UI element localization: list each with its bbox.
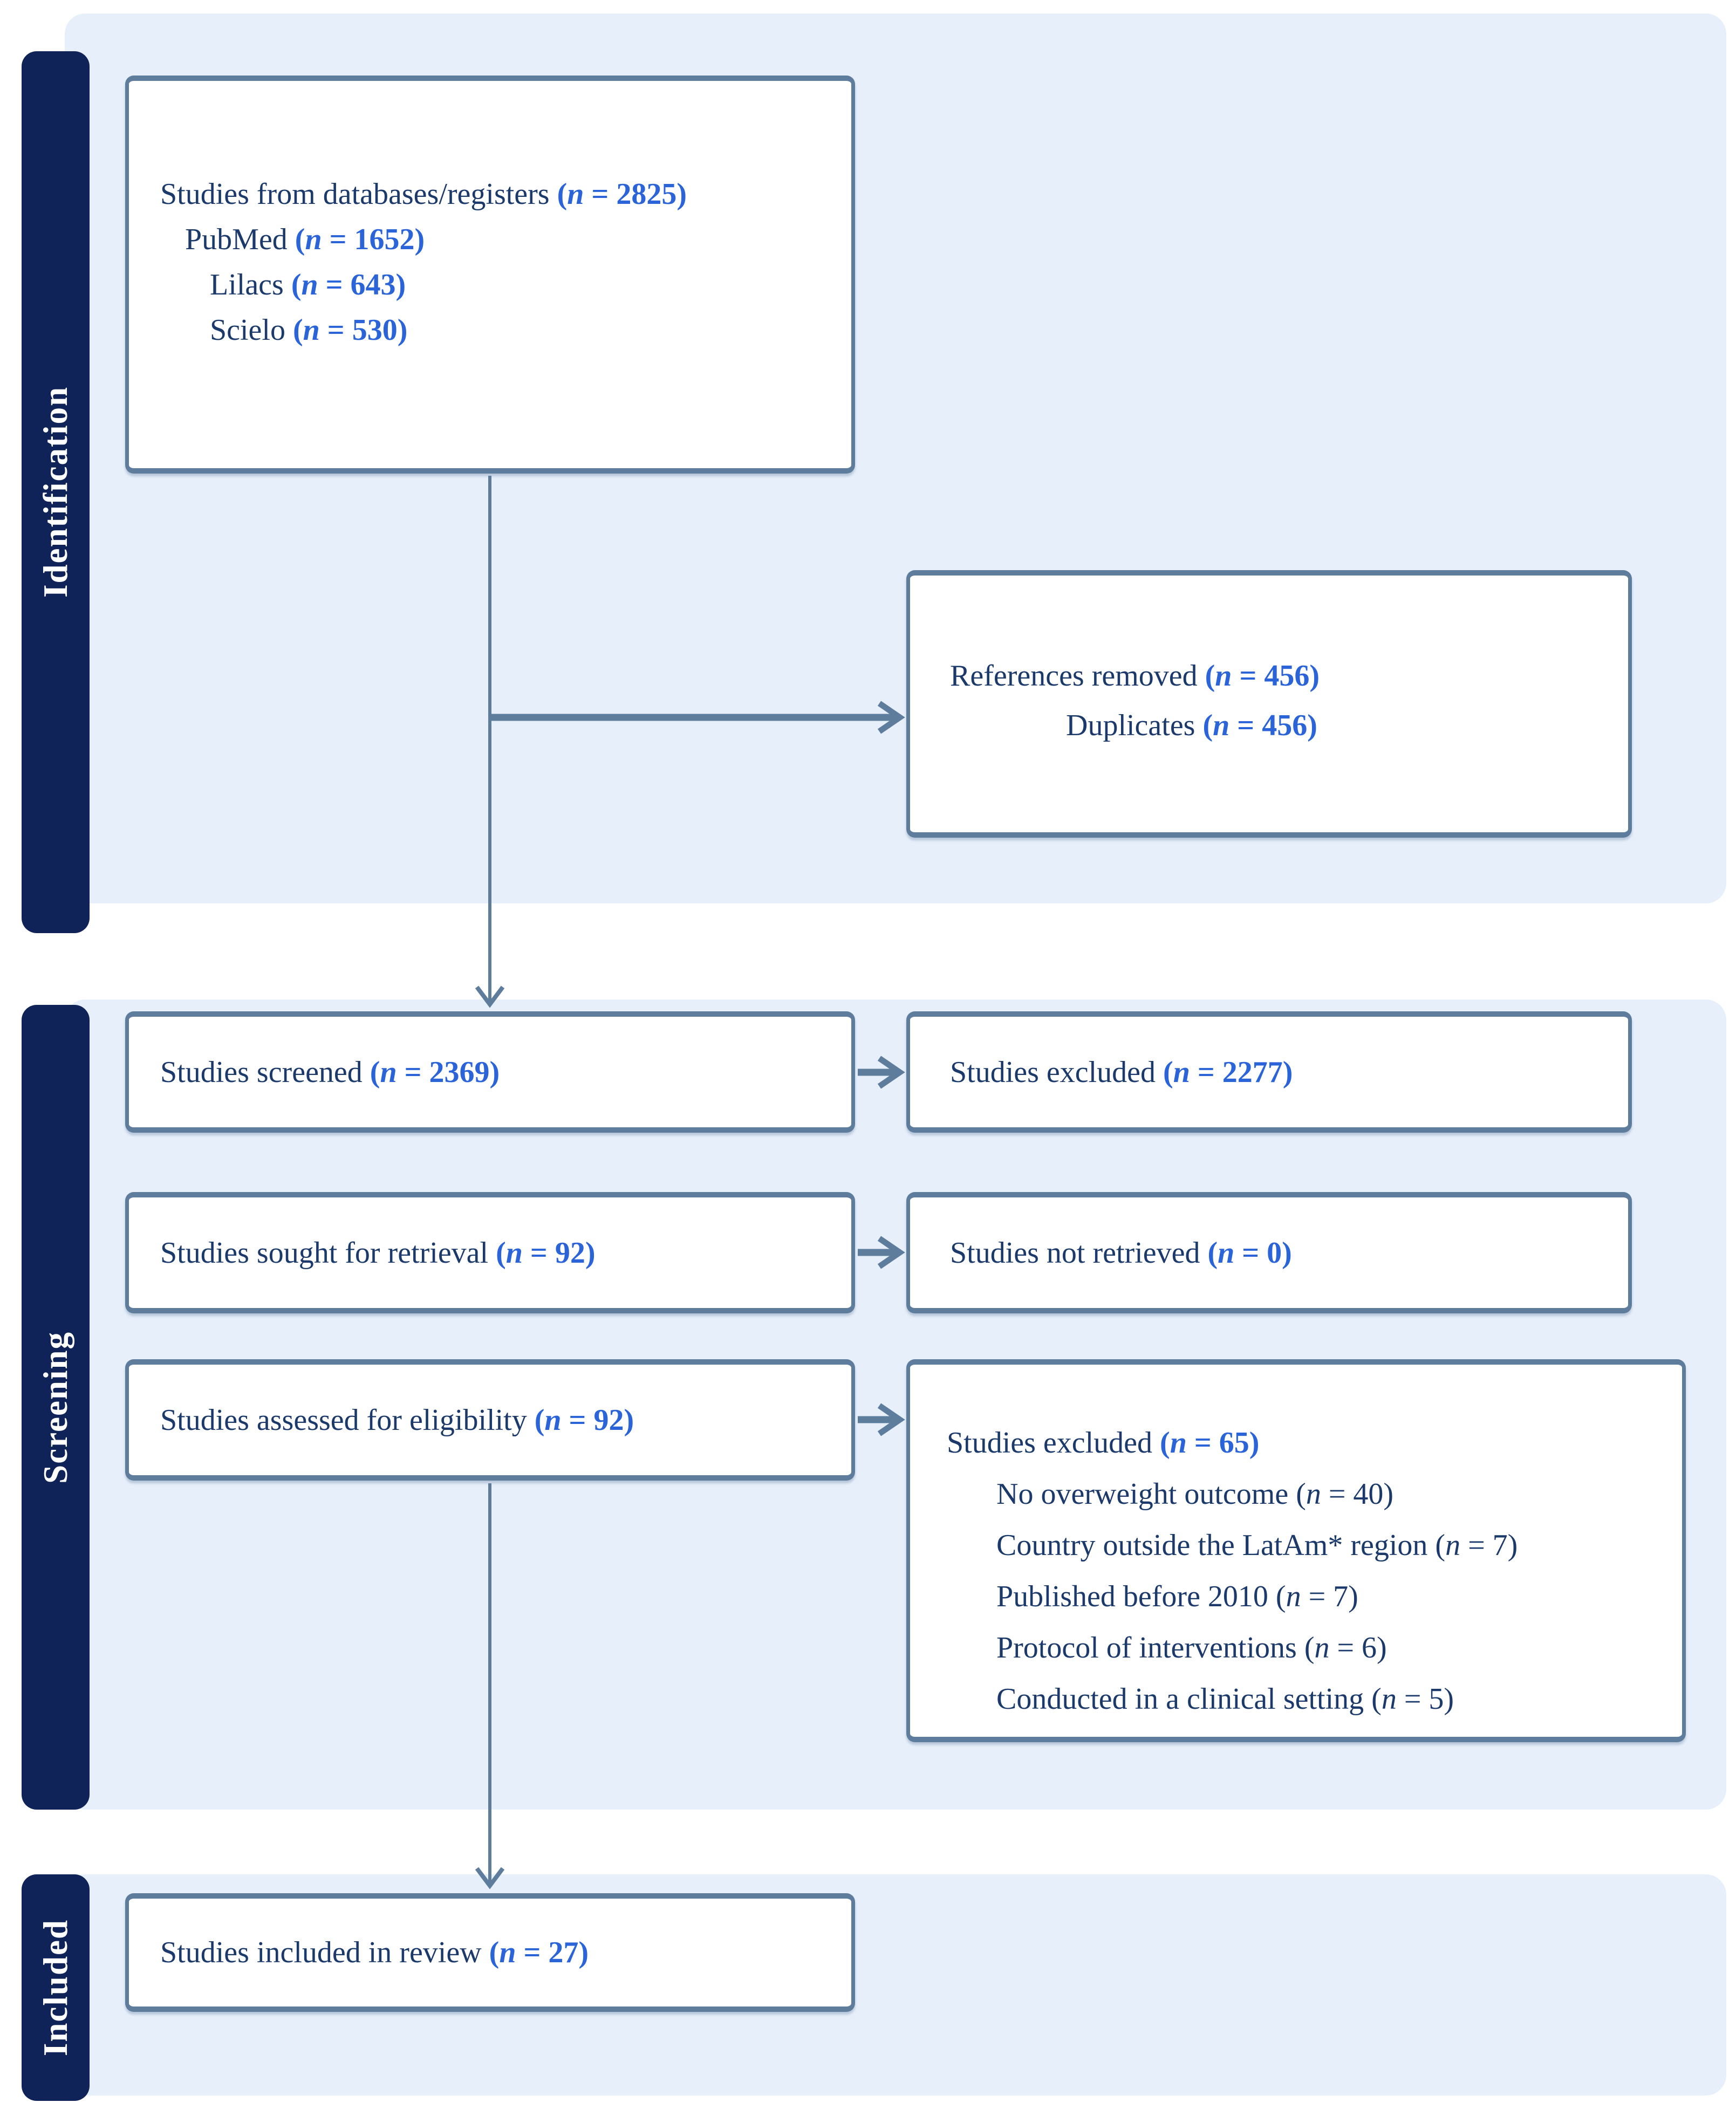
exclusion-reason: Country outside the LatAm* region (n = 7… bbox=[996, 1529, 1518, 1562]
references-removed-box: References removed (n = 456) Duplicates … bbox=[906, 570, 1632, 838]
excluded-screening-box: Studies excluded (n = 2277) bbox=[906, 1011, 1632, 1133]
databases-title: Studies from databases/registers (n = 28… bbox=[160, 177, 687, 211]
screening-sidebar: Screening bbox=[22, 1005, 90, 1810]
sought-box: Studies sought for retrieval (n = 92) bbox=[125, 1192, 855, 1313]
assessed-text: Studies assessed for eligibility (n = 92… bbox=[160, 1403, 634, 1437]
exclusion-reason: No overweight outcome (n = 40) bbox=[996, 1477, 1394, 1511]
references-removed-duplicates: Duplicates (n = 456) bbox=[1066, 709, 1317, 742]
included-label: Included bbox=[36, 1919, 74, 2057]
exclusion-reason: Conducted in a clinical setting (n = 5) bbox=[996, 1682, 1454, 1716]
databases-box: Studies from databases/registers (n = 28… bbox=[125, 76, 855, 474]
excluded-screening-text: Studies excluded (n = 2277) bbox=[950, 1055, 1293, 1089]
databases-scielo: Scielo (n = 530) bbox=[210, 313, 408, 347]
not-retrieved-box: Studies not retrieved (n = 0) bbox=[906, 1192, 1632, 1313]
included-text: Studies included in review (n = 27) bbox=[160, 1936, 589, 1969]
exclusion-reason: Published before 2010 (n = 7) bbox=[996, 1580, 1358, 1613]
excluded-eligibility-box: Studies excluded (n = 65) No overweight … bbox=[906, 1359, 1686, 1742]
references-removed-title: References removed (n = 456) bbox=[950, 659, 1320, 693]
databases-lilacs: Lilacs (n = 643) bbox=[210, 268, 406, 302]
included-sidebar: Included bbox=[22, 1874, 90, 2101]
screening-label: Screening bbox=[36, 1331, 74, 1484]
screened-box: Studies screened (n = 2369) bbox=[125, 1011, 855, 1133]
identification-label: Identification bbox=[36, 386, 74, 598]
databases-pubmed: PubMed (n = 1652) bbox=[185, 223, 425, 256]
identification-sidebar: Identification bbox=[22, 51, 90, 933]
exclusion-reason: Protocol of interventions (n = 6) bbox=[996, 1631, 1387, 1665]
excluded-eligibility-title: Studies excluded (n = 65) bbox=[947, 1426, 1260, 1460]
assessed-box: Studies assessed for eligibility (n = 92… bbox=[125, 1359, 855, 1481]
screened-text: Studies screened (n = 2369) bbox=[160, 1055, 500, 1089]
included-box: Studies included in review (n = 27) bbox=[125, 1893, 855, 2012]
not-retrieved-text: Studies not retrieved (n = 0) bbox=[950, 1236, 1292, 1270]
sought-text: Studies sought for retrieval (n = 92) bbox=[160, 1236, 596, 1270]
